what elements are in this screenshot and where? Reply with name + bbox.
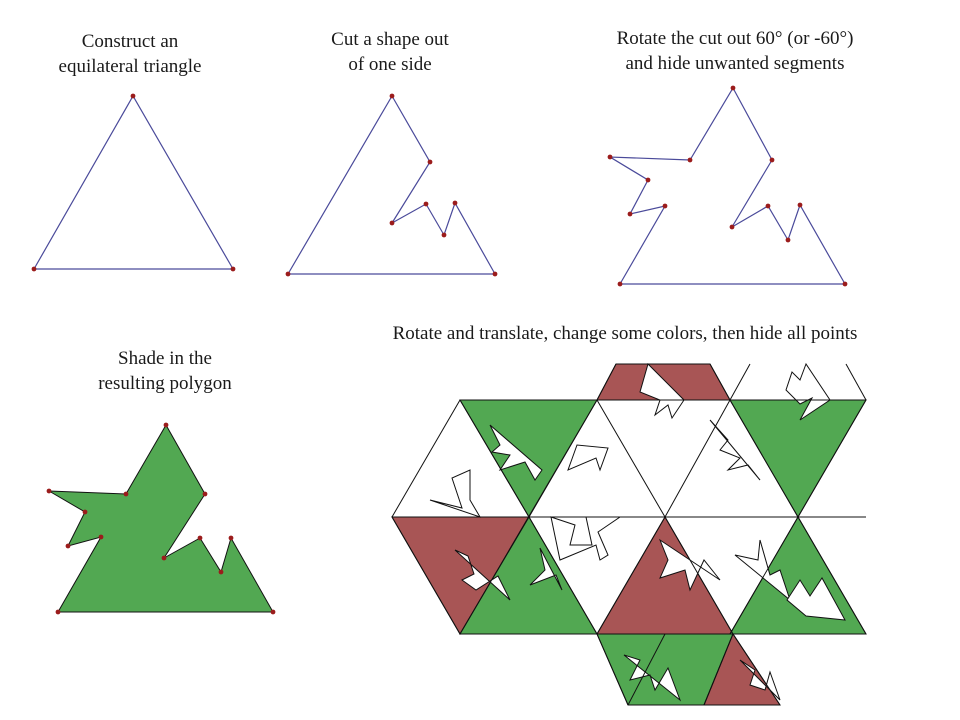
step1-triangle-figure	[31, 93, 236, 272]
caption-step1: Construct an equilateral triangle	[20, 29, 240, 79]
cut-shape	[623, 654, 682, 702]
tile-green	[729, 516, 867, 635]
caption-step1-line1: Construct an	[81, 31, 179, 52]
cut-shape	[550, 516, 622, 561]
vertex-point	[607, 154, 613, 160]
caption-step2-line2: of one side	[348, 54, 432, 75]
vertex-point	[452, 200, 458, 206]
caption-step4-line2: resulting polygon	[98, 373, 232, 394]
vertex-point	[55, 609, 61, 615]
vertex-point	[730, 85, 736, 91]
caption-step3-line1: Rotate the cut out 60° (or -60°)	[616, 28, 854, 49]
vertex-point	[427, 159, 433, 165]
vertex-point	[65, 543, 71, 549]
shaded-points	[46, 422, 276, 615]
vertex-point	[31, 266, 37, 272]
vertex-point	[492, 271, 498, 277]
vertex-point	[441, 232, 447, 238]
step3-rotated-figure	[607, 85, 848, 287]
grid-line	[627, 633, 666, 706]
vertex-point	[687, 157, 693, 163]
caption-step5: Rotate and translate, change some colors…	[310, 321, 940, 346]
cut-shape	[454, 549, 511, 601]
cut-shape	[639, 363, 685, 420]
grid-line	[391, 399, 461, 518]
vertex-point	[423, 201, 429, 207]
step5-tessellation	[391, 362, 867, 706]
vertex-point	[729, 224, 735, 230]
vertex-point	[228, 535, 234, 541]
rotated-cut-outline	[607, 86, 847, 285]
vertex-point	[197, 535, 203, 541]
vertex-point	[230, 266, 236, 272]
grid-line	[459, 399, 629, 706]
caption-step5-line1: Rotate and translate, change some colors…	[392, 323, 858, 344]
step4-shaded-figure	[46, 422, 276, 615]
vertex-point	[765, 203, 771, 209]
vertex-point	[98, 534, 104, 540]
vertex-point	[46, 488, 52, 494]
grid-line	[596, 399, 781, 706]
cut-shape	[567, 444, 609, 472]
vertex-point	[662, 203, 668, 209]
caption-step3-line2: and hide unwanted segments	[625, 53, 845, 74]
tessellation-cutouts	[429, 362, 846, 702]
vertex-point	[82, 509, 88, 515]
vertex-point	[389, 93, 395, 99]
shaded-polygon	[48, 423, 274, 613]
vertex-point	[785, 237, 791, 243]
vertex-point	[842, 281, 848, 287]
grid-line	[391, 516, 461, 635]
vertex-point	[769, 157, 775, 163]
tile-green	[729, 399, 867, 518]
step2-cut-figure	[285, 93, 498, 277]
vertex-point	[797, 202, 803, 208]
triangle-points	[31, 93, 236, 272]
tessellation-cells	[391, 363, 867, 706]
vertex-point	[285, 271, 291, 277]
cut-triangle-outline	[286, 95, 497, 275]
vertex-point	[130, 93, 136, 99]
tessellation-grid	[391, 363, 867, 706]
grid-line	[596, 363, 751, 635]
cut-shape	[658, 538, 721, 592]
rotated-points	[607, 85, 848, 287]
vertex-point	[389, 220, 395, 226]
cut-shape	[489, 424, 543, 481]
vertex-point	[163, 422, 169, 428]
vertex-point	[617, 281, 623, 287]
cut-shape	[709, 419, 761, 481]
vertex-point	[645, 177, 651, 183]
cut-shape	[786, 577, 846, 621]
vertex-point	[627, 211, 633, 217]
vertex-point	[218, 569, 224, 575]
caption-step2: Cut a shape out of one side	[290, 27, 490, 77]
vertex-point	[161, 555, 167, 561]
caption-step4: Shade in the resulting polygon	[60, 346, 270, 396]
vertex-point	[202, 491, 208, 497]
grid-line	[709, 363, 867, 635]
caption-step4-line1: Shade in the	[118, 348, 212, 369]
cut-points	[285, 93, 498, 277]
caption-step3: Rotate the cut out 60° (or -60°) and hid…	[560, 26, 910, 76]
cut-shape	[529, 547, 563, 591]
cut-shape	[429, 469, 482, 518]
equilateral-triangle	[32, 94, 235, 270]
cut-shape	[785, 362, 831, 421]
caption-step1-line2: equilateral triangle	[58, 56, 202, 77]
caption-step2-line1: Cut a shape out	[331, 29, 449, 50]
vertex-point	[123, 491, 129, 497]
grid-line	[845, 363, 867, 401]
grid-line	[703, 633, 734, 706]
vertex-point	[270, 609, 276, 615]
